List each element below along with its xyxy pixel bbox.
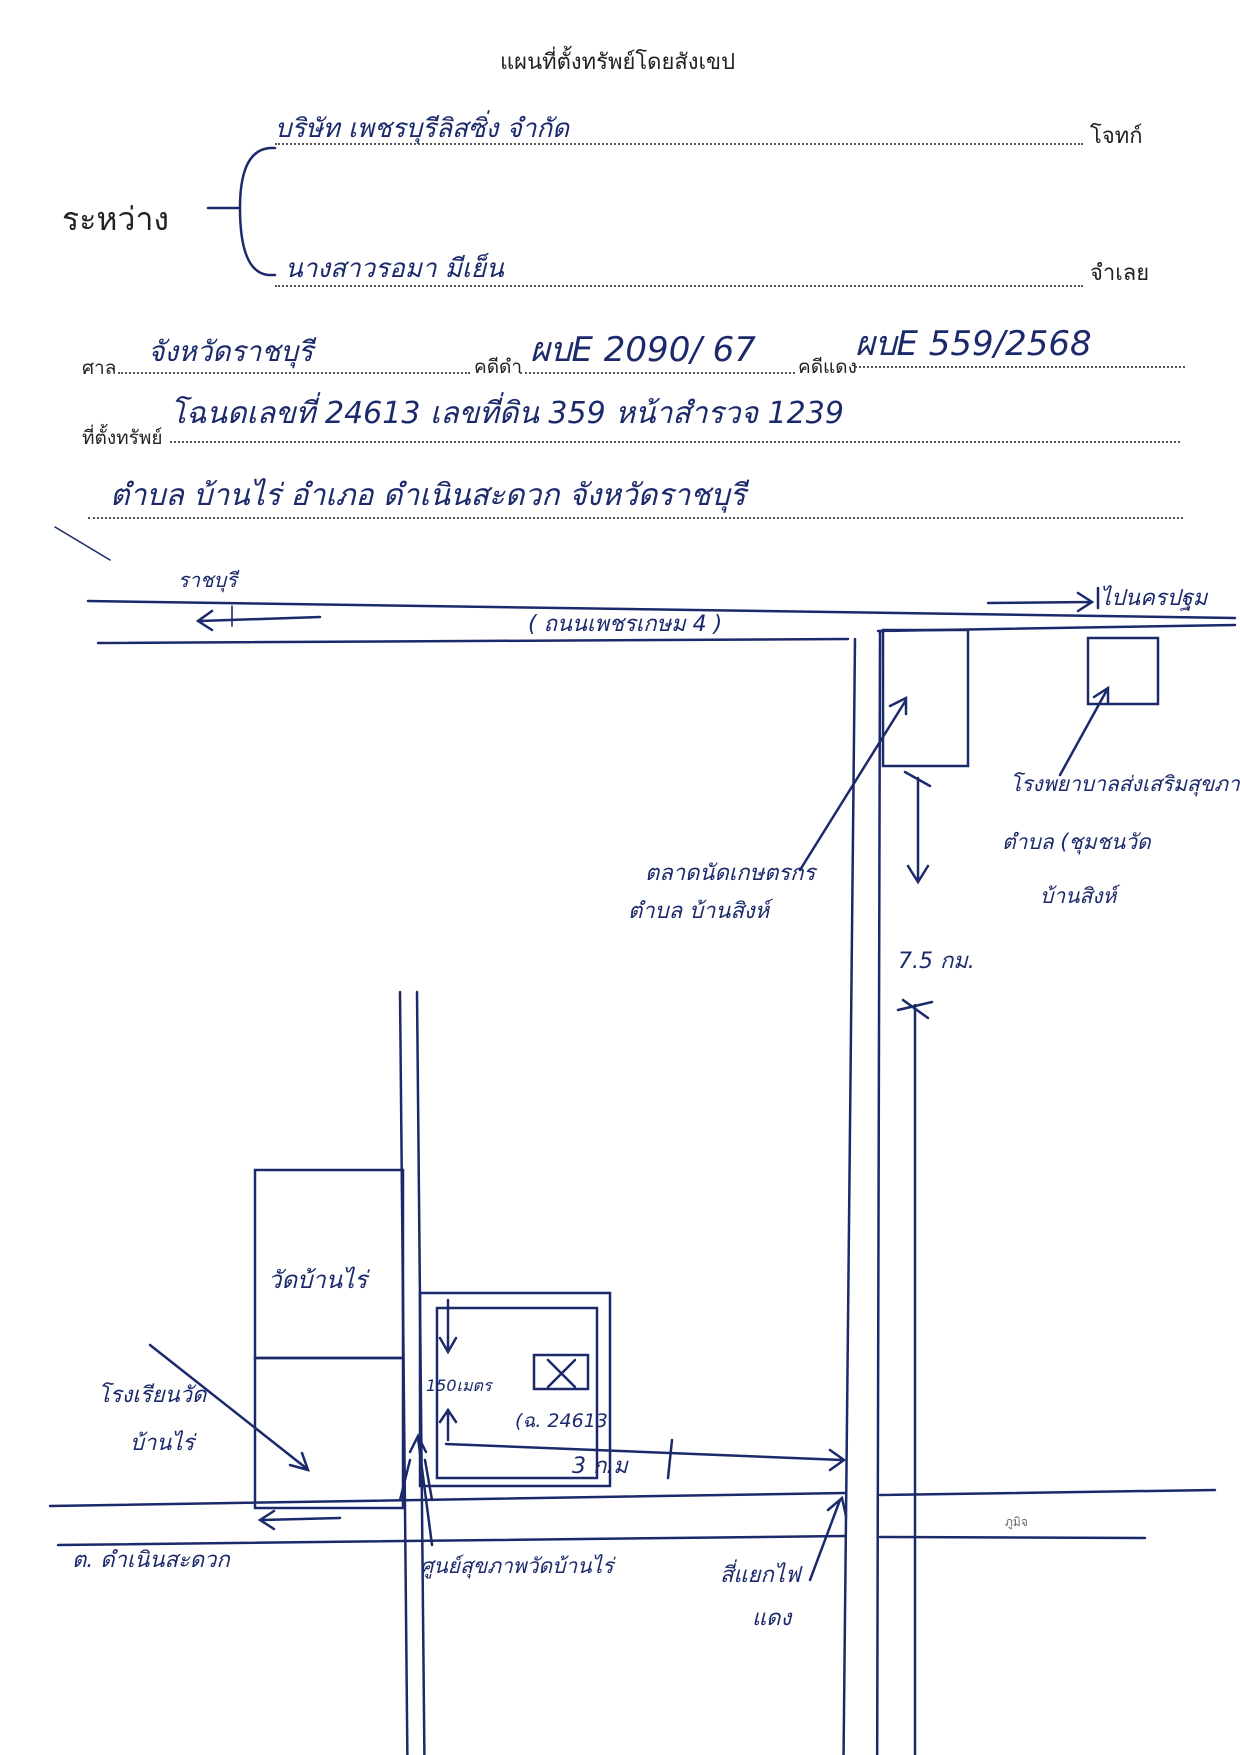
market-building <box>881 628 970 768</box>
market-arrow <box>798 695 908 872</box>
property-outer-boundary <box>418 1291 612 1488</box>
red-case-dots <box>855 366 1185 368</box>
school-block <box>253 1356 405 1510</box>
dimension-75-line <box>913 1003 917 1755</box>
label-damnoen: ต. ดำเนินสะดวก <box>72 1548 230 1573</box>
plaintiff-dots <box>275 143 1083 145</box>
label-nakhon-pathom: ไปนครปฐม <box>1100 586 1208 611</box>
arrow-to-nakhon-pathom <box>986 591 1095 613</box>
red-case-label: คดีแดง <box>798 356 857 378</box>
label-market-2: ตำบล บ้านสิงห์ <box>628 899 770 924</box>
phetkasem-road-bottom-edge <box>96 637 850 645</box>
label-health-center: ศูนย์สุขภาพวัดบ้านไร่ <box>420 1554 614 1578</box>
phetkasem-road-top-edge <box>86 599 1237 620</box>
dimension-75-cross <box>896 998 934 1020</box>
defendant-label: จำเลย <box>1090 261 1150 286</box>
bottom-road-bottom-edge <box>56 1534 847 1547</box>
red-case-value: ผบE 559/2568 <box>855 324 1092 364</box>
health-center-arrow <box>408 1433 434 1547</box>
label-150m: 150เมตร <box>426 1376 492 1395</box>
defendant-value: นางสาวรอมา มีเย็น <box>285 254 504 284</box>
location-dots-1 <box>170 441 1180 443</box>
intersection-arrow <box>808 1495 848 1582</box>
court-label: ศาล <box>82 357 117 379</box>
bottom-road-top-edge-right <box>878 1488 1217 1497</box>
label-temple: วัดบ้านไร่ <box>268 1266 368 1294</box>
dimension-3km-tick <box>666 1438 674 1480</box>
black-case-value: ผบE 2090/ 67 <box>530 330 756 370</box>
stray-mark <box>54 526 111 561</box>
between-brace <box>206 146 277 277</box>
label-ratchaburi: ราชบุรี <box>178 568 237 592</box>
black-case-label: คดีดำ <box>474 356 523 378</box>
plaintiff-value: บริษัท เพชรบุรีลิสซิ่ง จำกัด <box>275 114 569 144</box>
label-intersection-1: สี่แยกไฟ <box>720 1563 801 1588</box>
dimension-75-top-arrow <box>906 776 930 885</box>
label-school-1: โรงเรียนวัด <box>98 1383 207 1408</box>
hospital-building <box>1086 636 1160 706</box>
label-hospital-1: โรงพยาบาลส่งเสริมสุขภาพ <box>1010 772 1240 796</box>
label-distance-75: 7.5 กม. <box>898 949 975 974</box>
dimension-150-arrow-top <box>438 1298 458 1355</box>
bottom-road-bottom-edge-right <box>878 1535 1147 1540</box>
property-inner-boundary <box>435 1306 599 1480</box>
court-value: จังหวัดราชบุรี <box>148 335 314 368</box>
label-hospital-2: ตำบล (ชุมชนวัด <box>1002 830 1151 854</box>
hospital-arrow <box>1058 685 1110 777</box>
label-market: ตลาดนัดเกษตรกร <box>645 861 816 886</box>
court-dots <box>118 372 470 374</box>
bottom-road-top-edge <box>48 1491 847 1508</box>
location-label: ที่ตั้งทรัพย์ <box>82 427 163 449</box>
label-distance-3: 3 ก.ม <box>572 1454 628 1479</box>
main-road-left-edge <box>842 637 857 1755</box>
label-hospital-3: บ้านสิงห์ <box>1040 884 1117 908</box>
defendant-dots <box>275 285 1083 287</box>
dimension-75-top-tick <box>903 770 932 788</box>
location-value-2: ตำบล บ้านไร่ อำเภอ ดำเนินสะดวก จังหวัดรา… <box>110 478 746 513</box>
property-marker-x <box>546 1358 577 1389</box>
school-arrow <box>148 1343 310 1472</box>
plaintiff-label: โจทก์ <box>1090 124 1143 149</box>
dimension-3km-line <box>444 1442 847 1472</box>
bottom-road-arrow-left <box>257 1509 342 1531</box>
label-phetkasem-road: ( ถนนเพชรเกษม 4 ) <box>528 612 723 637</box>
label-school-2: บ้านไร่ <box>130 1431 195 1456</box>
between-label: ระหว่าง <box>62 200 170 238</box>
location-value-1: โฉนดเลขที่ 24613 เลขที่ดิน 359 หน้าสำรวจ… <box>170 396 844 431</box>
page-title: แผนที่ตั้งทรัพย์โดยสังเขป <box>500 50 736 75</box>
label-deed: (ฉ. 24613 <box>515 1410 608 1432</box>
main-road-right-edge <box>875 629 882 1755</box>
label-intersection-2: แดง <box>752 1606 792 1631</box>
health-center-pointer-shaft <box>398 1458 434 1502</box>
label-stamp: ภูมิจ <box>1005 1515 1028 1529</box>
arrow-to-ratchaburi <box>195 609 322 632</box>
location-dots-2 <box>88 517 1183 519</box>
dimension-150-arrow-bottom <box>438 1407 458 1442</box>
property-marker <box>532 1353 590 1391</box>
black-case-dots <box>520 372 795 374</box>
